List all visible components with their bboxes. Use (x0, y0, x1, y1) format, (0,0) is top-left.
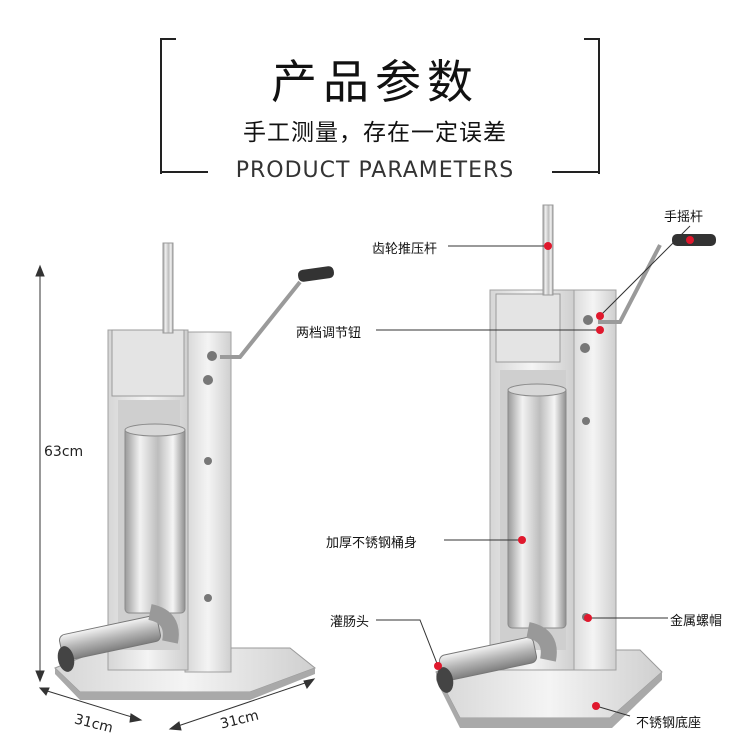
callout-nozzle: 灌肠头 (330, 615, 370, 630)
title-frame (160, 38, 600, 174)
page-title: 产品参数 (271, 55, 479, 109)
callout-lines (376, 225, 691, 717)
callout-barrel: 加厚不锈钢桶身 (326, 536, 418, 551)
page-subtitle: 手工测量，存在一定误差 (243, 120, 507, 146)
callout-base: 不锈钢底座 (636, 716, 702, 731)
left-machine (54, 242, 335, 700)
callout-speed-knob: 两档调节钮 (296, 326, 362, 341)
right-machine (435, 204, 716, 728)
callout-crank: 手摇杆 (664, 210, 704, 225)
height-label: 63cm (44, 444, 84, 460)
title-rule-left (160, 171, 208, 173)
callout-gear-rod: 齿轮推压杆 (372, 242, 438, 257)
english-title: PRODUCT PARAMETERS (235, 158, 515, 183)
callout-nut: 金属螺帽 (670, 614, 723, 629)
title-rule-right (552, 171, 600, 173)
callout-dots (434, 236, 694, 710)
dimension-lines (35, 264, 316, 731)
